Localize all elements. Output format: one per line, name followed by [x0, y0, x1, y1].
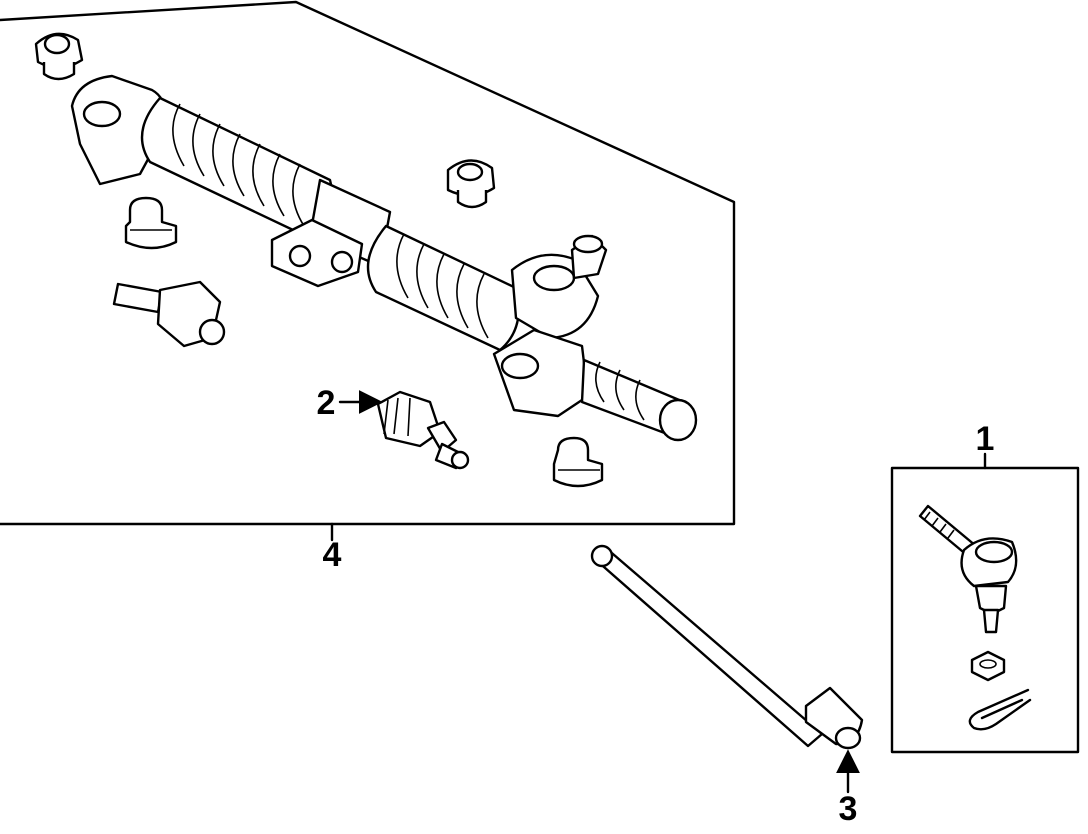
tie-rod-end	[918, 504, 1018, 634]
callout-2: 2	[317, 384, 336, 422]
callout-1: 1	[976, 420, 995, 458]
mount-grommet-lower	[552, 436, 604, 488]
pinion-valve	[376, 390, 470, 470]
pressure-line-fitting	[112, 280, 226, 348]
rack-assembly-group	[0, 0, 736, 542]
inner-tie-rod	[590, 544, 864, 750]
cotter-pin	[968, 688, 1032, 731]
tie-rod-end-group	[890, 452, 1080, 754]
castle-nut	[970, 650, 1006, 682]
mount-grommet-left	[124, 196, 178, 250]
mount-bushing-center	[446, 159, 496, 209]
rack-assembly-frame	[0, 0, 736, 526]
callout-4: 4	[323, 536, 342, 574]
steering-rack-housing	[70, 74, 698, 442]
callout-3: 3	[839, 790, 858, 828]
mount-bushing-upper-left	[34, 32, 84, 81]
